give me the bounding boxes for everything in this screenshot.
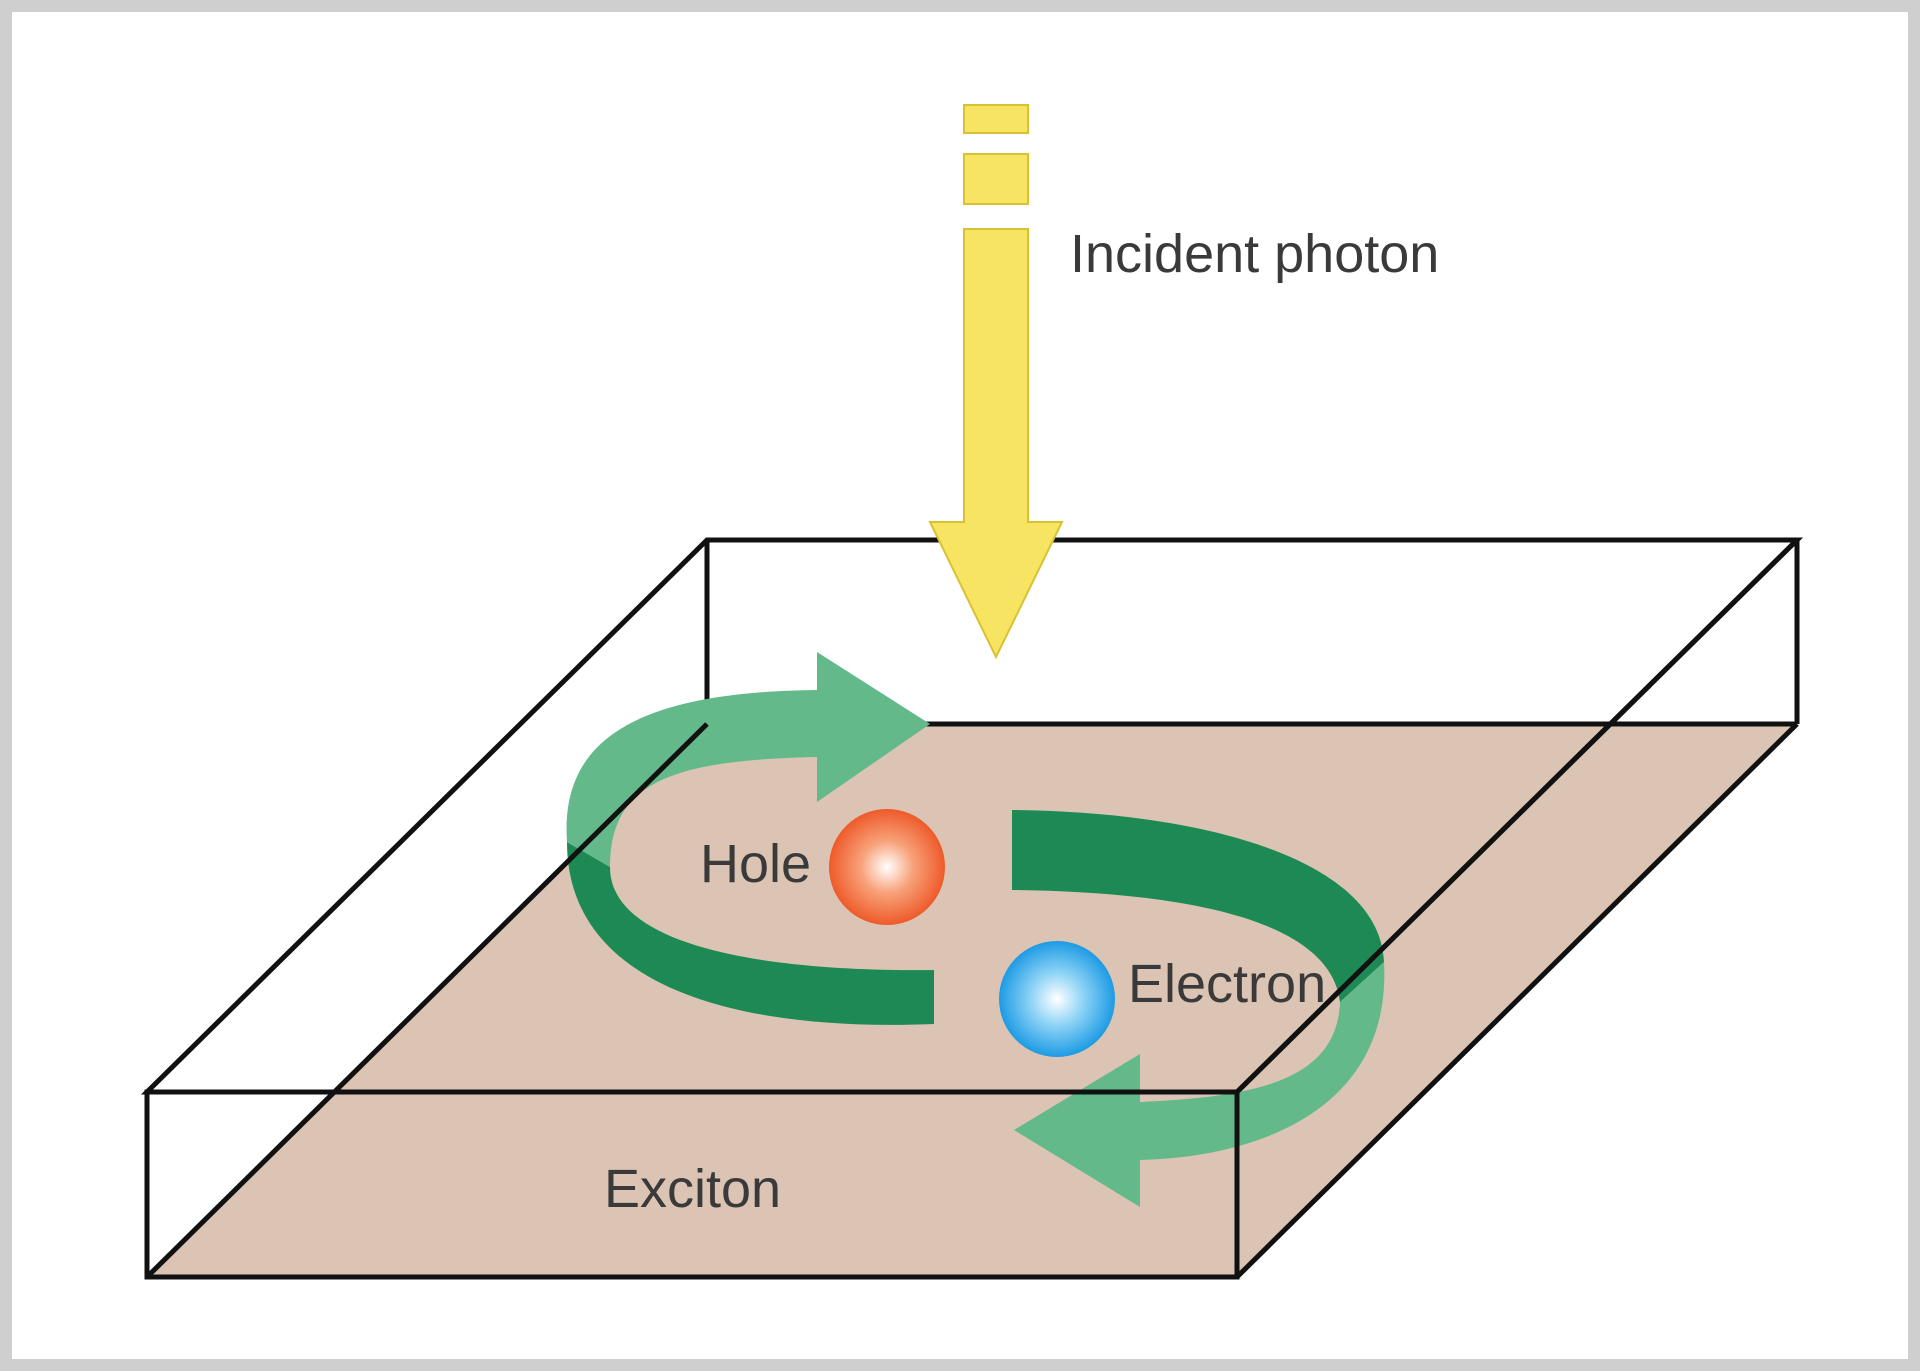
photon-dash-1 [963,104,1029,134]
label-exciton: Exciton [604,1159,781,1219]
exciton-diagram: Incident photon Hole Electron Exciton [140,104,1804,1280]
light-green-arrow-bottom [1014,962,1385,1207]
dark-green-arc-left [567,842,934,1025]
slab-bottom-face [147,724,1797,1277]
label-hole: Hole [700,834,811,894]
label-electron: Electron [1128,954,1326,1014]
dark-green-arc-right [1012,810,1384,1002]
photon-arrow [928,228,1064,660]
light-green-arrow-top [566,652,930,867]
electron-particle [999,941,1115,1057]
hole-particle [829,809,945,925]
photon-dash-2 [963,153,1029,205]
slab-bottom-right-edge [1235,722,1799,1279]
slab-edge-front-right [1235,538,1799,1094]
label-incident-photon: Incident photon [1070,224,1439,284]
slab-bottom-left-edge [145,722,709,1279]
